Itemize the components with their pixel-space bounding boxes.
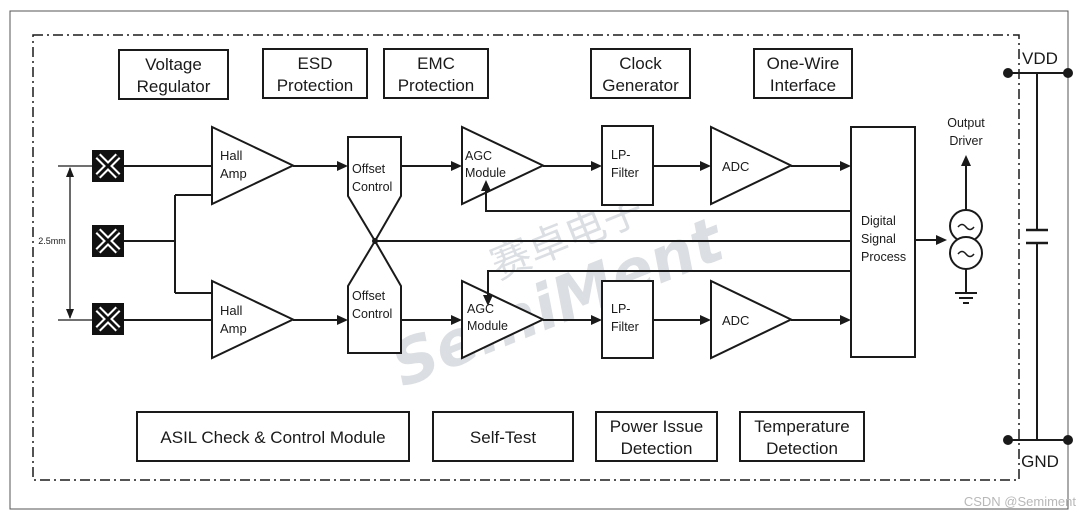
power-issue-detection-block: Power Issue Detection xyxy=(595,411,718,462)
agc-module-bottom: AGC Module xyxy=(461,279,546,360)
adc-bottom-label: ADC xyxy=(722,313,749,328)
gnd-pin-dot xyxy=(1003,435,1013,445)
gnd-pin-dot xyxy=(1063,435,1073,445)
hall-amp-top-label-2: Amp xyxy=(220,166,247,181)
agc-module-top: AGC Module xyxy=(461,125,546,206)
gnd-label: GND xyxy=(1021,452,1059,471)
pad-spacing-dimension: 2.5mm xyxy=(38,165,92,321)
offset-bottom-label-1: Offset xyxy=(352,289,386,303)
voltage-regulator-label-1: Voltage xyxy=(145,55,202,74)
agc-bottom-label-2: Module xyxy=(467,319,508,333)
lp-bottom-label-2: Filter xyxy=(611,320,639,334)
supply-rail: VDD GND xyxy=(1003,49,1073,471)
vdd-pin-dot xyxy=(1003,68,1013,78)
chip-boundary xyxy=(32,34,1020,481)
vdd-label: VDD xyxy=(1022,49,1058,68)
esd-label-2: Protection xyxy=(277,76,354,95)
voltage-regulator-label-2: Regulator xyxy=(137,77,211,96)
hall-sensor-pads xyxy=(92,150,124,335)
vdd-pin-dot xyxy=(1063,68,1073,78)
dsp-label-2: Signal xyxy=(861,232,896,246)
hall-amp-bottom-label-2: Amp xyxy=(220,321,247,336)
agc-top-label-2: Module xyxy=(465,166,506,180)
power-issue-label-1: Power Issue xyxy=(610,417,704,436)
agc-top-label-1: AGC xyxy=(465,149,492,163)
lp-filter-top: LP- Filter xyxy=(601,125,654,206)
watermark: 赛卓电子 SemiMent xyxy=(381,186,735,401)
output-driver-label-2: Driver xyxy=(949,134,982,148)
clock-label-1: Clock xyxy=(619,54,662,73)
hall-amp-bottom-label-1: Hall xyxy=(220,303,243,318)
emc-label-1: EMC xyxy=(417,54,455,73)
outer-frame xyxy=(9,10,1069,510)
hall-amp-bottom: Hall Amp xyxy=(211,279,296,360)
clock-generator-block: Clock Generator xyxy=(590,48,691,99)
hall-pad-icon xyxy=(92,303,124,335)
self-test-block: Self-Test xyxy=(432,411,574,462)
esd-protection-block: ESD Protection xyxy=(262,48,368,99)
emc-label-2: Protection xyxy=(398,76,475,95)
dimension-label: 2.5mm xyxy=(38,236,66,246)
self-test-label: Self-Test xyxy=(470,428,536,447)
csdn-watermark: CSDN @Semiment xyxy=(964,494,1077,509)
adc-top: ADC xyxy=(710,125,794,206)
hall-amp-top: Hall Amp xyxy=(211,125,296,206)
output-driver: Output Driver xyxy=(947,116,985,304)
asil-label: ASIL Check & Control Module xyxy=(160,428,385,447)
ground-icon xyxy=(955,292,977,304)
lp-top-label-1: LP- xyxy=(611,148,630,162)
power-issue-label-2: Detection xyxy=(621,439,693,458)
offset-bottom-label-2: Control xyxy=(352,307,392,321)
agc-bottom-label-1: AGC xyxy=(467,302,494,316)
lp-filter-bottom: LP- Filter xyxy=(601,280,654,359)
hall-amp-top-label-1: Hall xyxy=(220,148,243,163)
digital-signal-process-block: Digital Signal Process xyxy=(850,126,916,358)
hall-pad-icon xyxy=(92,225,124,257)
asil-check-block: ASIL Check & Control Module xyxy=(136,411,410,462)
voltage-regulator-block: Voltage Regulator xyxy=(118,49,229,100)
esd-label-1: ESD xyxy=(298,54,333,73)
dsp-label-3: Process xyxy=(861,250,906,264)
dsp-label-1: Digital xyxy=(861,214,896,228)
temperature-detection-block: Temperature Detection xyxy=(739,411,865,462)
temperature-label-2: Detection xyxy=(766,439,838,458)
pad-wiring xyxy=(124,165,212,321)
emc-protection-block: EMC Protection xyxy=(383,48,489,99)
lp-bottom-label-1: LP- xyxy=(611,302,630,316)
offset-top-label-1: Offset xyxy=(352,162,386,176)
one-wire-interface-block: One-Wire Interface xyxy=(753,48,853,99)
hall-pad-icon xyxy=(92,150,124,182)
lp-top-label-2: Filter xyxy=(611,166,639,180)
adc-bottom: ADC xyxy=(710,279,794,360)
temperature-label-1: Temperature xyxy=(754,417,849,436)
output-driver-label-1: Output xyxy=(947,116,985,130)
offset-control-top: Offset Control xyxy=(347,136,402,243)
clock-label-2: Generator xyxy=(602,76,679,95)
one-wire-label-2: Interface xyxy=(770,76,836,95)
offset-control-bottom: Offset Control xyxy=(347,239,402,354)
adc-top-label: ADC xyxy=(722,159,749,174)
dsp-feedback-lines xyxy=(375,180,851,306)
one-wire-label-1: One-Wire xyxy=(767,54,840,73)
offset-top-label-2: Control xyxy=(352,180,392,194)
